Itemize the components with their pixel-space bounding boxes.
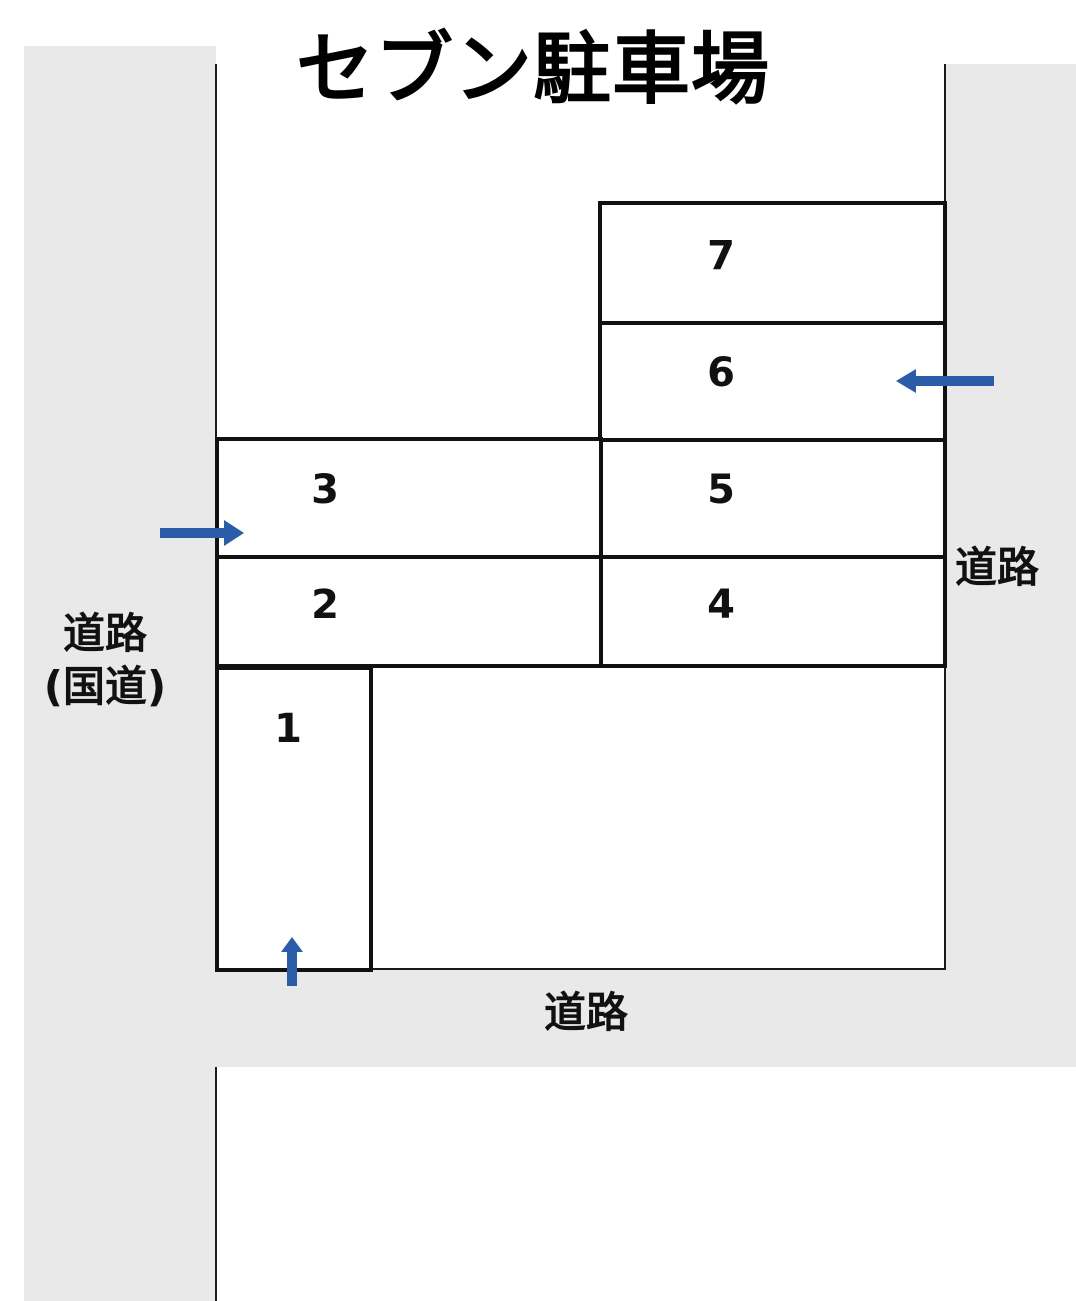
lot-number-4: 4 xyxy=(707,582,735,628)
south-road-label: 道路 xyxy=(544,988,629,1037)
page-title: セブン駐車場 xyxy=(296,25,771,115)
national-road-label-line2: (国道) xyxy=(43,661,167,711)
east-road-label: 道路 xyxy=(955,543,1040,592)
lot-number-2: 2 xyxy=(311,582,339,628)
south-road-area xyxy=(216,970,1076,1067)
lot-number-7: 7 xyxy=(707,233,735,279)
parking-lot-6[interactable] xyxy=(598,321,947,442)
lot-number-6: 6 xyxy=(707,350,735,396)
national-road-area xyxy=(24,46,216,1301)
lot-number-1: 1 xyxy=(274,706,302,752)
lot-number-3: 3 xyxy=(311,467,339,513)
entrance-arrow-south-icon xyxy=(281,937,303,986)
parking-lot-2[interactable] xyxy=(215,555,603,668)
national-road-label-line1: 道路 xyxy=(62,609,147,658)
parking-lot-3[interactable] xyxy=(215,437,603,559)
parking-lot-7[interactable] xyxy=(598,201,947,325)
parking-lot-5[interactable] xyxy=(598,438,947,559)
south-boundary-line xyxy=(216,968,946,970)
east-road-area xyxy=(946,64,1076,1067)
west-boundary-line-lower xyxy=(215,1067,217,1301)
parking-lot-1[interactable] xyxy=(215,666,373,972)
national-road-label: 道路 (国道) xyxy=(30,608,180,713)
entrance-arrow-east-icon xyxy=(896,369,994,393)
parking-lot-4[interactable] xyxy=(598,555,947,668)
lot-number-5: 5 xyxy=(707,467,735,513)
entrance-arrow-west-icon xyxy=(160,520,244,546)
